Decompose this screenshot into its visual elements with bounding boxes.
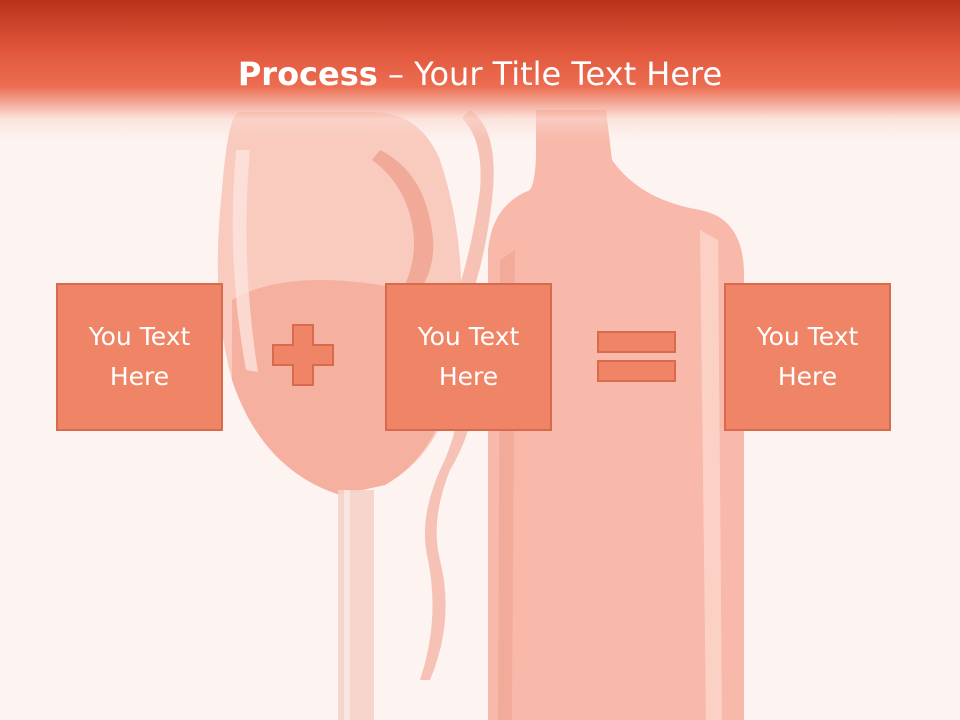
plus-icon — [272, 324, 334, 386]
process-box-3[interactable]: You Text Here — [724, 283, 891, 431]
process-box-2[interactable]: You Text Here — [385, 283, 552, 431]
title-rest: – Your Title Text Here — [377, 55, 723, 93]
title-bar — [0, 0, 960, 140]
equals-icon — [597, 331, 676, 382]
slide-title: Process – Your Title Text Here — [0, 52, 960, 96]
box-label: You Text Here — [88, 322, 191, 391]
title-bold: Process — [237, 55, 378, 93]
box-label: You Text Here — [417, 322, 520, 391]
box-label: You Text Here — [756, 322, 859, 391]
process-box-1[interactable]: You Text Here — [56, 283, 223, 431]
